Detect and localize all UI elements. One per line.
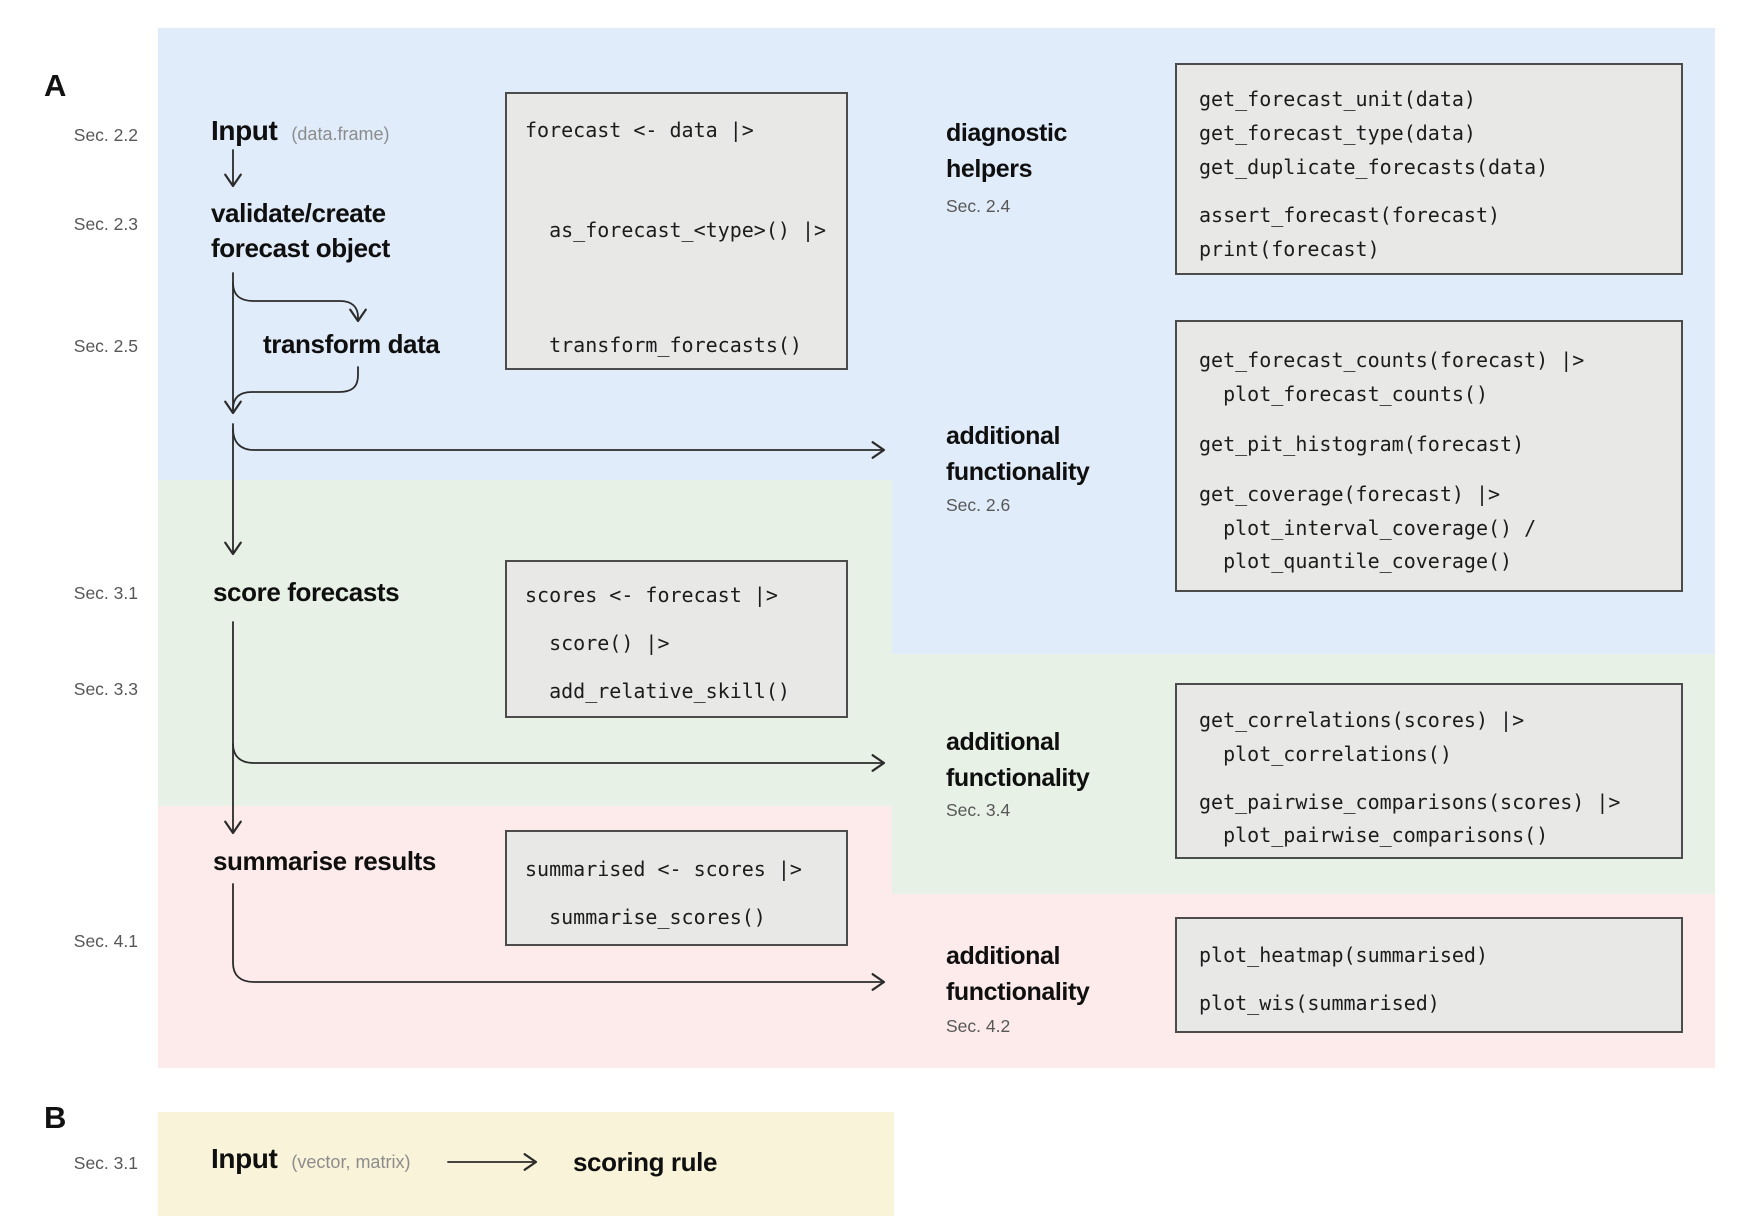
heading-line: diagnostic (946, 119, 1068, 147)
flow-step-input: Input (data.frame) (211, 115, 389, 147)
heading-additional-functionality-2: additional functionality (946, 724, 1090, 796)
flow-step-validate: validate/create forecast object (211, 196, 390, 266)
panel-b-input: Input (vector, matrix) (211, 1143, 410, 1175)
heading-additional-functionality-3: additional functionality (946, 938, 1090, 1010)
flow-step-transform: transform data (263, 329, 440, 359)
code-line: plot_quantile_coverage() (1199, 549, 1513, 573)
section-label-3-4: Sec. 3.4 (946, 800, 1011, 820)
section-label-2-4: Sec. 2.4 (946, 196, 1011, 216)
heading-line: additional (946, 422, 1061, 450)
panel-b-label: B (44, 1100, 66, 1135)
section-label-2-5: Sec. 2.5 (73, 336, 138, 356)
code-line: plot_heatmap(summarised) (1199, 943, 1488, 967)
code-line: forecast <- data |> (525, 118, 754, 142)
code-box-additional-functionality-2: get_correlations(scores) |> plot_correla… (1175, 683, 1683, 859)
code-line: print(forecast) (1199, 237, 1380, 261)
code-line: get_forecast_counts(forecast) |> (1199, 348, 1585, 372)
code-line: get_coverage(forecast) |> (1199, 482, 1501, 506)
section-label-3-3: Sec. 3.3 (73, 679, 138, 699)
input-annotation: (data.frame) (291, 124, 390, 144)
section-label-4-2: Sec. 4.2 (946, 1016, 1011, 1036)
heading-line: additional (946, 728, 1061, 756)
heading-line: functionality (946, 764, 1090, 792)
code-box-diagnostic-helpers: get_forecast_unit(data) get_forecast_typ… (1175, 63, 1683, 275)
code-line: scores <- forecast |> (525, 583, 778, 607)
panel-a-label: A (44, 68, 66, 103)
code-line: get_forecast_type(data) (1199, 121, 1476, 145)
heading-line: functionality (946, 978, 1090, 1006)
heading-diagnostic-helpers: diagnostic helpers (946, 115, 1067, 187)
code-line: plot_pairwise_comparisons() (1199, 823, 1549, 847)
heading-line: helpers (946, 155, 1033, 183)
validate-line1: validate/create (211, 198, 386, 228)
panel-b-input-label: Input (211, 1143, 278, 1174)
code-line: add_relative_skill() (525, 679, 790, 703)
heading-line: functionality (946, 458, 1090, 486)
code-line: score() |> (525, 631, 670, 655)
flow-step-summarise: summarise results (213, 846, 436, 876)
code-line: get_pit_histogram(forecast) (1199, 432, 1525, 456)
code-line: plot_interval_coverage() / (1199, 516, 1537, 540)
code-line: as_forecast_<type>() |> (525, 218, 827, 242)
code-box-pipeline-forecast: forecast <- data |> as_forecast_<type>()… (505, 92, 848, 370)
code-line: assert_forecast(forecast) (1199, 203, 1501, 227)
code-line: get_forecast_unit(data) (1199, 87, 1476, 111)
code-line: transform_forecasts() (525, 333, 802, 357)
section-label-2-3: Sec. 2.3 (73, 214, 138, 234)
section-label-b-3-1: Sec. 3.1 (73, 1153, 138, 1173)
code-line: summarised <- scores |> (525, 857, 802, 881)
code-line: plot_wis(summarised) (1199, 991, 1440, 1015)
heading-line: additional (946, 942, 1061, 970)
code-line: summarise_scores() (525, 905, 766, 929)
flow-step-score: score forecasts (213, 577, 400, 607)
code-line: get_correlations(scores) |> (1199, 708, 1525, 732)
code-line: plot_correlations() (1199, 742, 1452, 766)
section-label-2-2: Sec. 2.2 (73, 125, 138, 145)
code-line: get_duplicate_forecasts(data) (1199, 155, 1549, 179)
panel-b-scoring-rule: scoring rule (573, 1147, 718, 1177)
code-line: plot_forecast_counts() (1199, 382, 1488, 406)
input-label: Input (211, 115, 278, 146)
validate-line2: forecast object (211, 233, 390, 263)
code-box-additional-functionality-3: plot_heatmap(summarised) plot_wis(summar… (1175, 917, 1683, 1033)
panel-b-input-annotation: (vector, matrix) (291, 1152, 411, 1172)
section-label-4-1: Sec. 4.1 (73, 931, 138, 951)
code-box-additional-functionality-1: get_forecast_counts(forecast) |> plot_fo… (1175, 320, 1683, 592)
code-box-pipeline-scores: scores <- forecast |> score() |> add_rel… (505, 560, 848, 718)
heading-additional-functionality-1: additional functionality (946, 418, 1090, 490)
code-line: get_pairwise_comparisons(scores) |> (1199, 790, 1621, 814)
section-label-2-6: Sec. 2.6 (946, 495, 1011, 515)
code-box-pipeline-summarised: summarised <- scores |> summarise_scores… (505, 830, 848, 946)
section-label-3-1: Sec. 3.1 (73, 583, 138, 603)
